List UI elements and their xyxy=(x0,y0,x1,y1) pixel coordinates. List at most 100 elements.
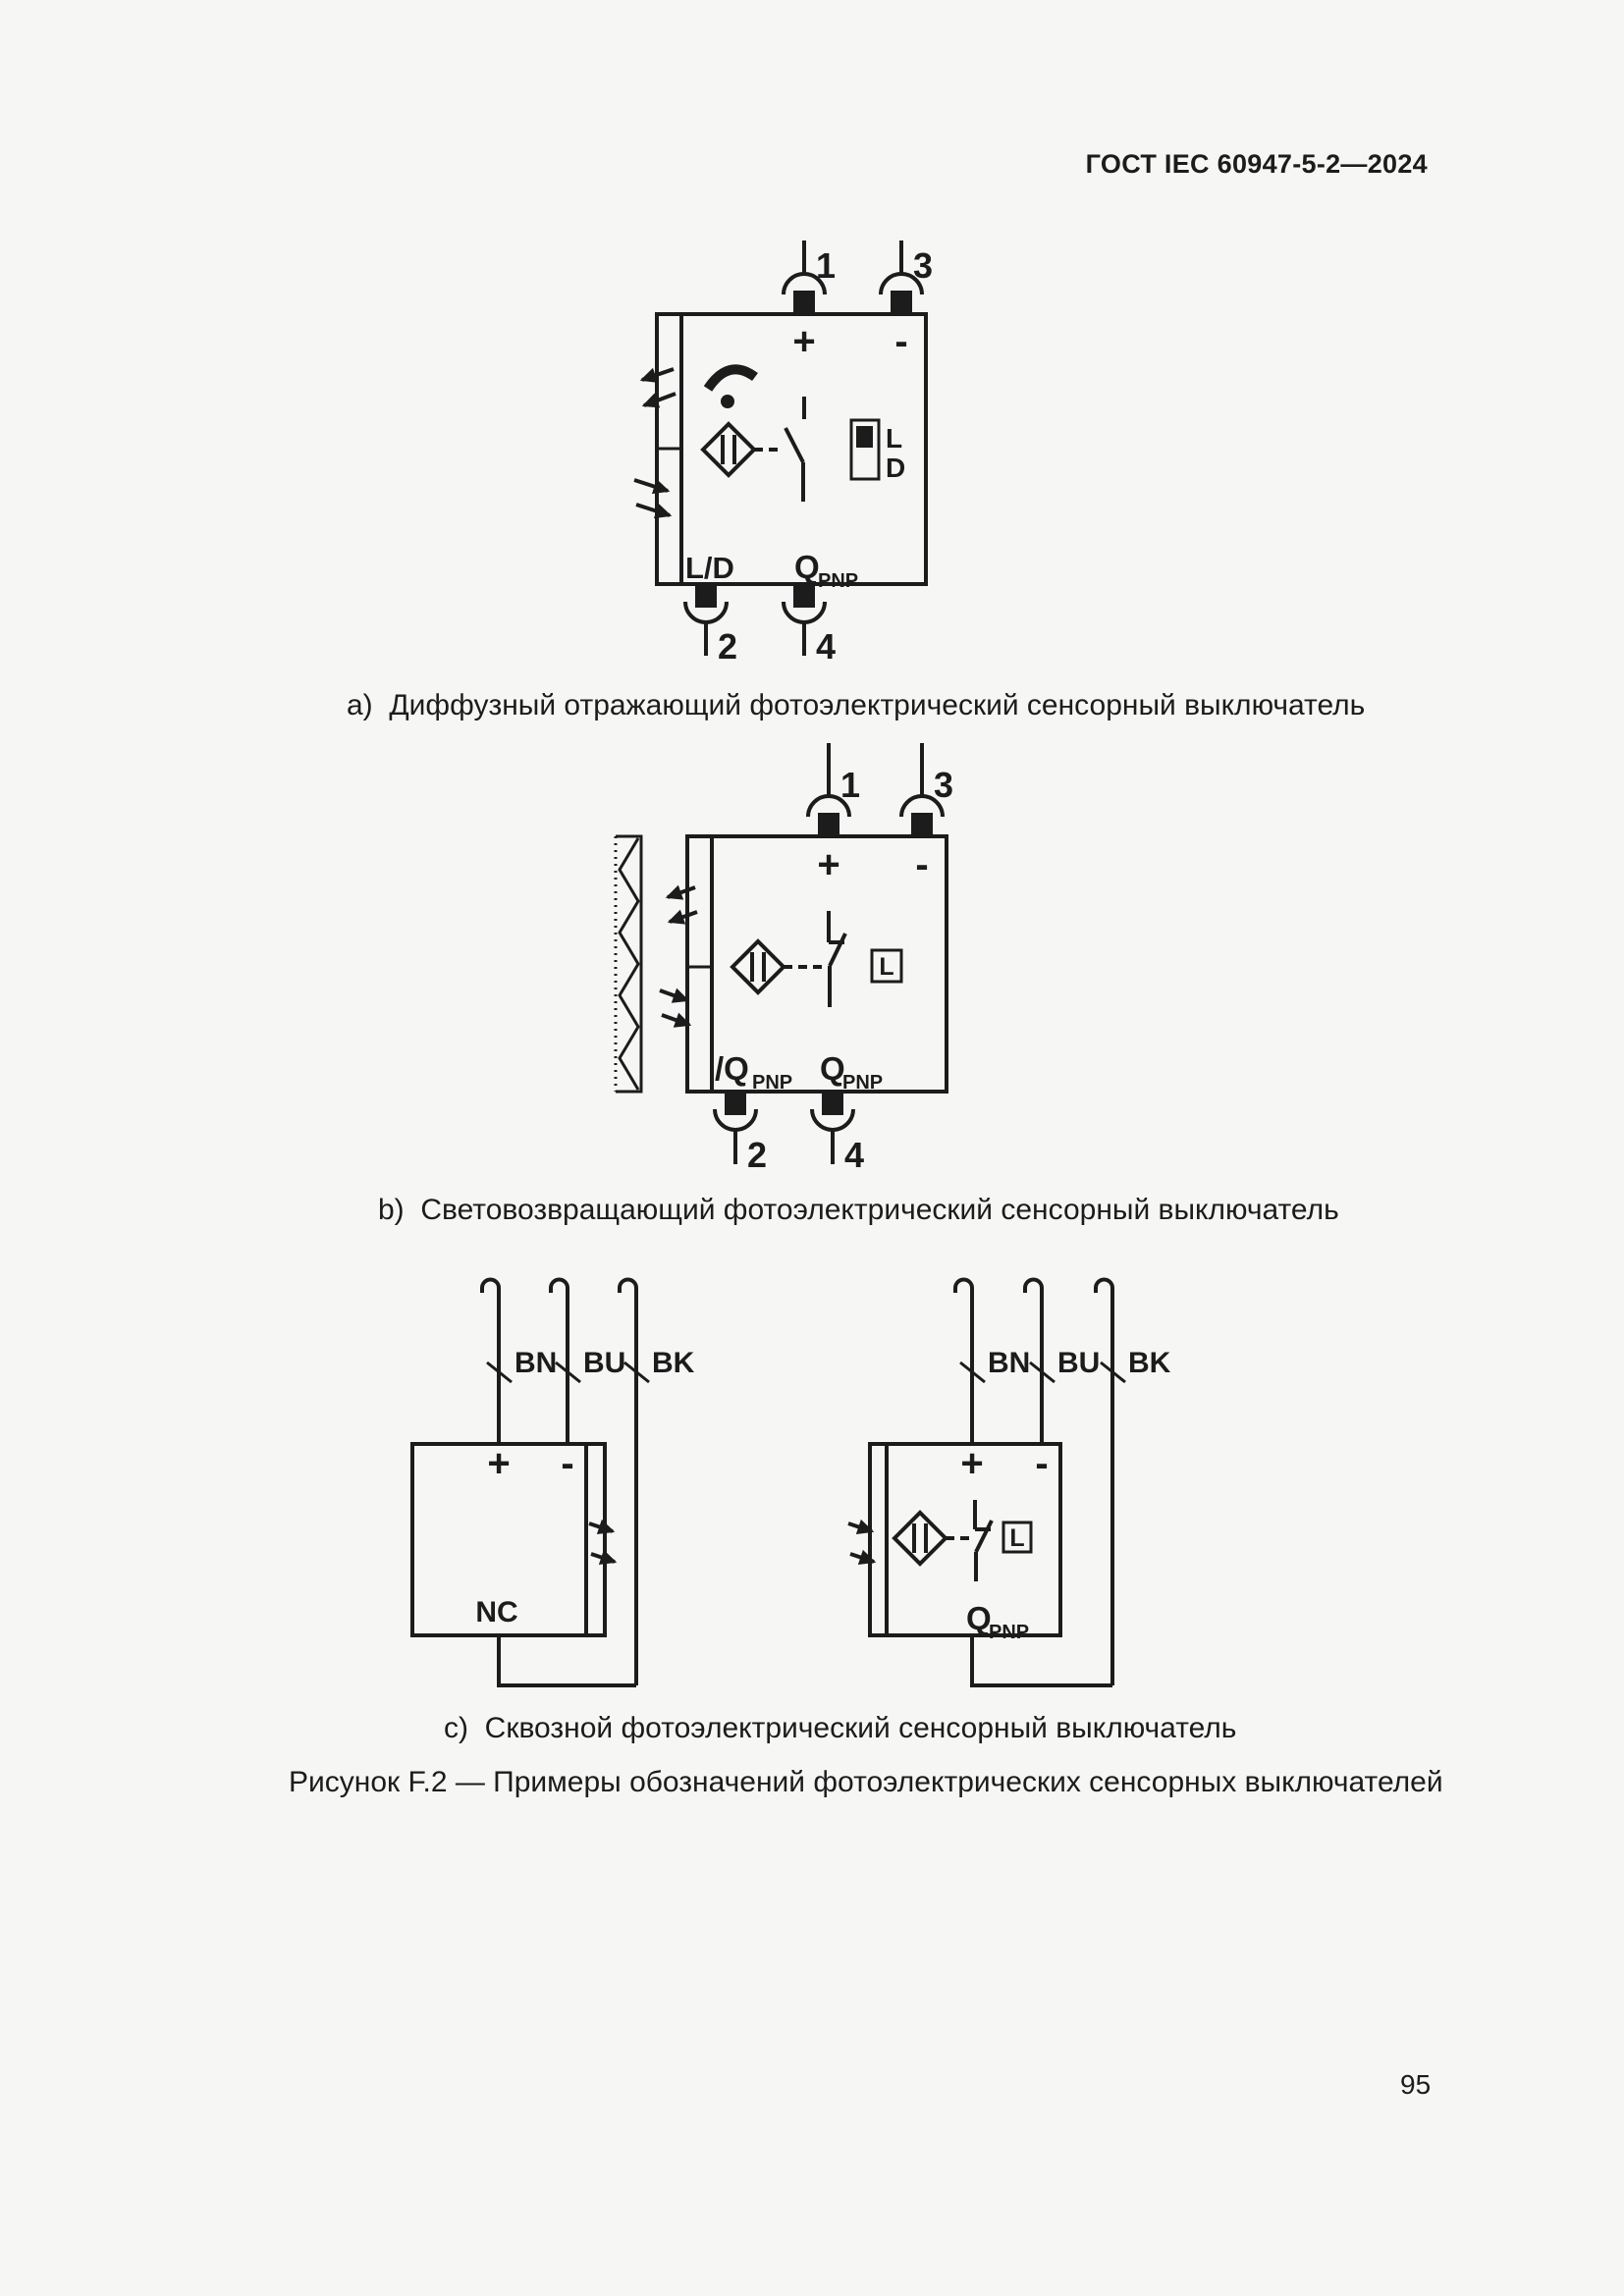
indicator-l-label: L xyxy=(1009,1524,1024,1552)
reflector-prisms xyxy=(618,837,640,1091)
qbar-output-subscript: PNP xyxy=(752,1072,792,1094)
sensor-body xyxy=(685,834,948,1094)
terminal-2: 2 xyxy=(683,584,737,667)
wire-hook xyxy=(549,1277,569,1298)
terminal-1-socket-arc xyxy=(782,272,827,295)
contact-blade xyxy=(974,1520,994,1553)
bottom-return-wire xyxy=(497,1635,636,1687)
terminal-1-socket-arc xyxy=(806,794,851,818)
terminal-3-socket-arc xyxy=(879,272,924,295)
adjustment-symbol xyxy=(703,364,758,408)
page-number: 95 xyxy=(1400,2069,1432,2100)
caption-c: c) Сквозной фотоэлектрический сенсорный … xyxy=(444,1712,1237,1744)
terminal-3-label: 3 xyxy=(913,245,933,286)
photoelectric-sensor-symbol xyxy=(892,1510,948,1567)
terminal-3-pin xyxy=(891,291,912,314)
terminal-1: 1 xyxy=(782,240,836,314)
plus-label: + xyxy=(487,1442,510,1485)
q-output-subscript: PNP xyxy=(842,1072,883,1094)
terminal-4-pin xyxy=(822,1092,843,1115)
light-indicator: L xyxy=(870,948,903,984)
wire-bk: BK xyxy=(618,1277,695,1685)
terminal-4: 4 xyxy=(810,1092,864,1175)
page-header: ГОСТ IEC 60947-5-2—2024 xyxy=(1085,149,1428,179)
terminal-3-pin xyxy=(911,813,933,836)
terminal-2-label: 2 xyxy=(718,626,737,667)
diagram-b: 1 3 + - xyxy=(614,743,953,1175)
plus-label: + xyxy=(817,843,839,886)
terminal-4: 4 xyxy=(782,584,836,667)
terminal-3: 3 xyxy=(899,743,953,836)
emitted-light-arrows xyxy=(588,1519,618,1566)
wire-bn: BN xyxy=(953,1277,1030,1444)
receiver-body xyxy=(868,1442,1062,1637)
indicator-l-label: L xyxy=(879,953,893,981)
caption-b: b) Световозвращающий фотоэлектрический с… xyxy=(378,1194,1339,1226)
light-arrow xyxy=(588,1519,616,1535)
contact-blade xyxy=(828,933,847,967)
minus-label: - xyxy=(1035,1442,1048,1485)
wire-bn: BN xyxy=(480,1277,557,1444)
emitter-unit: BN BU BK + - NC xyxy=(410,1277,695,1687)
light-arrow xyxy=(633,478,671,495)
sensor-diamond xyxy=(700,421,757,478)
light-arrow xyxy=(635,503,673,519)
nc-contact-symbol xyxy=(973,1500,994,1581)
wire-break-slash xyxy=(555,1361,581,1384)
terminal-3: 3 xyxy=(879,240,933,314)
q-output-label: Q xyxy=(820,1050,845,1087)
light-arrow xyxy=(659,988,690,1003)
wire-hook xyxy=(1094,1277,1114,1298)
indicator-l-label: L xyxy=(886,423,902,454)
wire-bn-label: BN xyxy=(988,1347,1030,1379)
emitted-light-arrows xyxy=(639,367,677,408)
retroreflector xyxy=(614,834,643,1094)
emitter-body xyxy=(410,1442,607,1637)
sensor-diamond xyxy=(730,938,786,995)
light-arrow xyxy=(661,1012,692,1028)
wire-break-slash xyxy=(623,1361,650,1384)
minus-label: - xyxy=(561,1442,573,1485)
receiver-unit: BN BU BK + - xyxy=(847,1277,1171,1687)
terminal-2-pin xyxy=(695,584,717,608)
terminal-1-label: 1 xyxy=(816,245,836,286)
wire-break-slash xyxy=(1029,1361,1056,1384)
q-output-label: Q xyxy=(966,1600,992,1636)
terminal-3-socket-arc xyxy=(899,794,945,818)
terminal-4-label: 4 xyxy=(816,626,836,667)
wire-break-slash xyxy=(486,1361,513,1384)
light-arrow xyxy=(667,909,698,925)
wire-bu: BU xyxy=(1023,1277,1100,1444)
light-arrow xyxy=(849,1549,877,1566)
q-output-label: Q xyxy=(794,549,820,585)
terminal-2-label: 2 xyxy=(747,1135,767,1175)
wire-break-slash xyxy=(959,1361,986,1384)
light-arrow xyxy=(639,367,675,383)
indicator-d-label: D xyxy=(886,453,905,483)
wire-bn-label: BN xyxy=(514,1347,557,1379)
nc-contact-symbol xyxy=(827,911,847,1007)
received-light-arrows xyxy=(659,988,692,1028)
minus-label: - xyxy=(915,843,928,886)
caption-a: a) Диффузный отражающий фотоэлектрически… xyxy=(347,689,1366,721)
light-arrow xyxy=(590,1549,618,1566)
wire-hook xyxy=(480,1277,501,1298)
adjustment-arc xyxy=(703,364,758,392)
terminal-1-pin xyxy=(818,813,839,836)
nc-label: NC xyxy=(475,1596,517,1629)
adjustment-dot xyxy=(721,395,734,408)
minus-label: - xyxy=(894,320,907,363)
terminal-2: 2 xyxy=(713,1092,767,1175)
wire-bu-label: BU xyxy=(583,1347,625,1379)
wire-bu: BU xyxy=(549,1277,625,1444)
terminal-1-label: 1 xyxy=(840,765,860,805)
no-contact-symbol xyxy=(784,397,806,502)
diagram-a: 1 3 + - xyxy=(633,240,933,667)
light-indicator: L xyxy=(1001,1521,1033,1554)
sensor-diamond xyxy=(892,1510,948,1567)
reflector-frame xyxy=(616,834,643,1094)
indicator-frame xyxy=(1001,1521,1033,1554)
photoelectric-sensor-symbol xyxy=(730,938,786,995)
light-arrow xyxy=(641,392,677,408)
